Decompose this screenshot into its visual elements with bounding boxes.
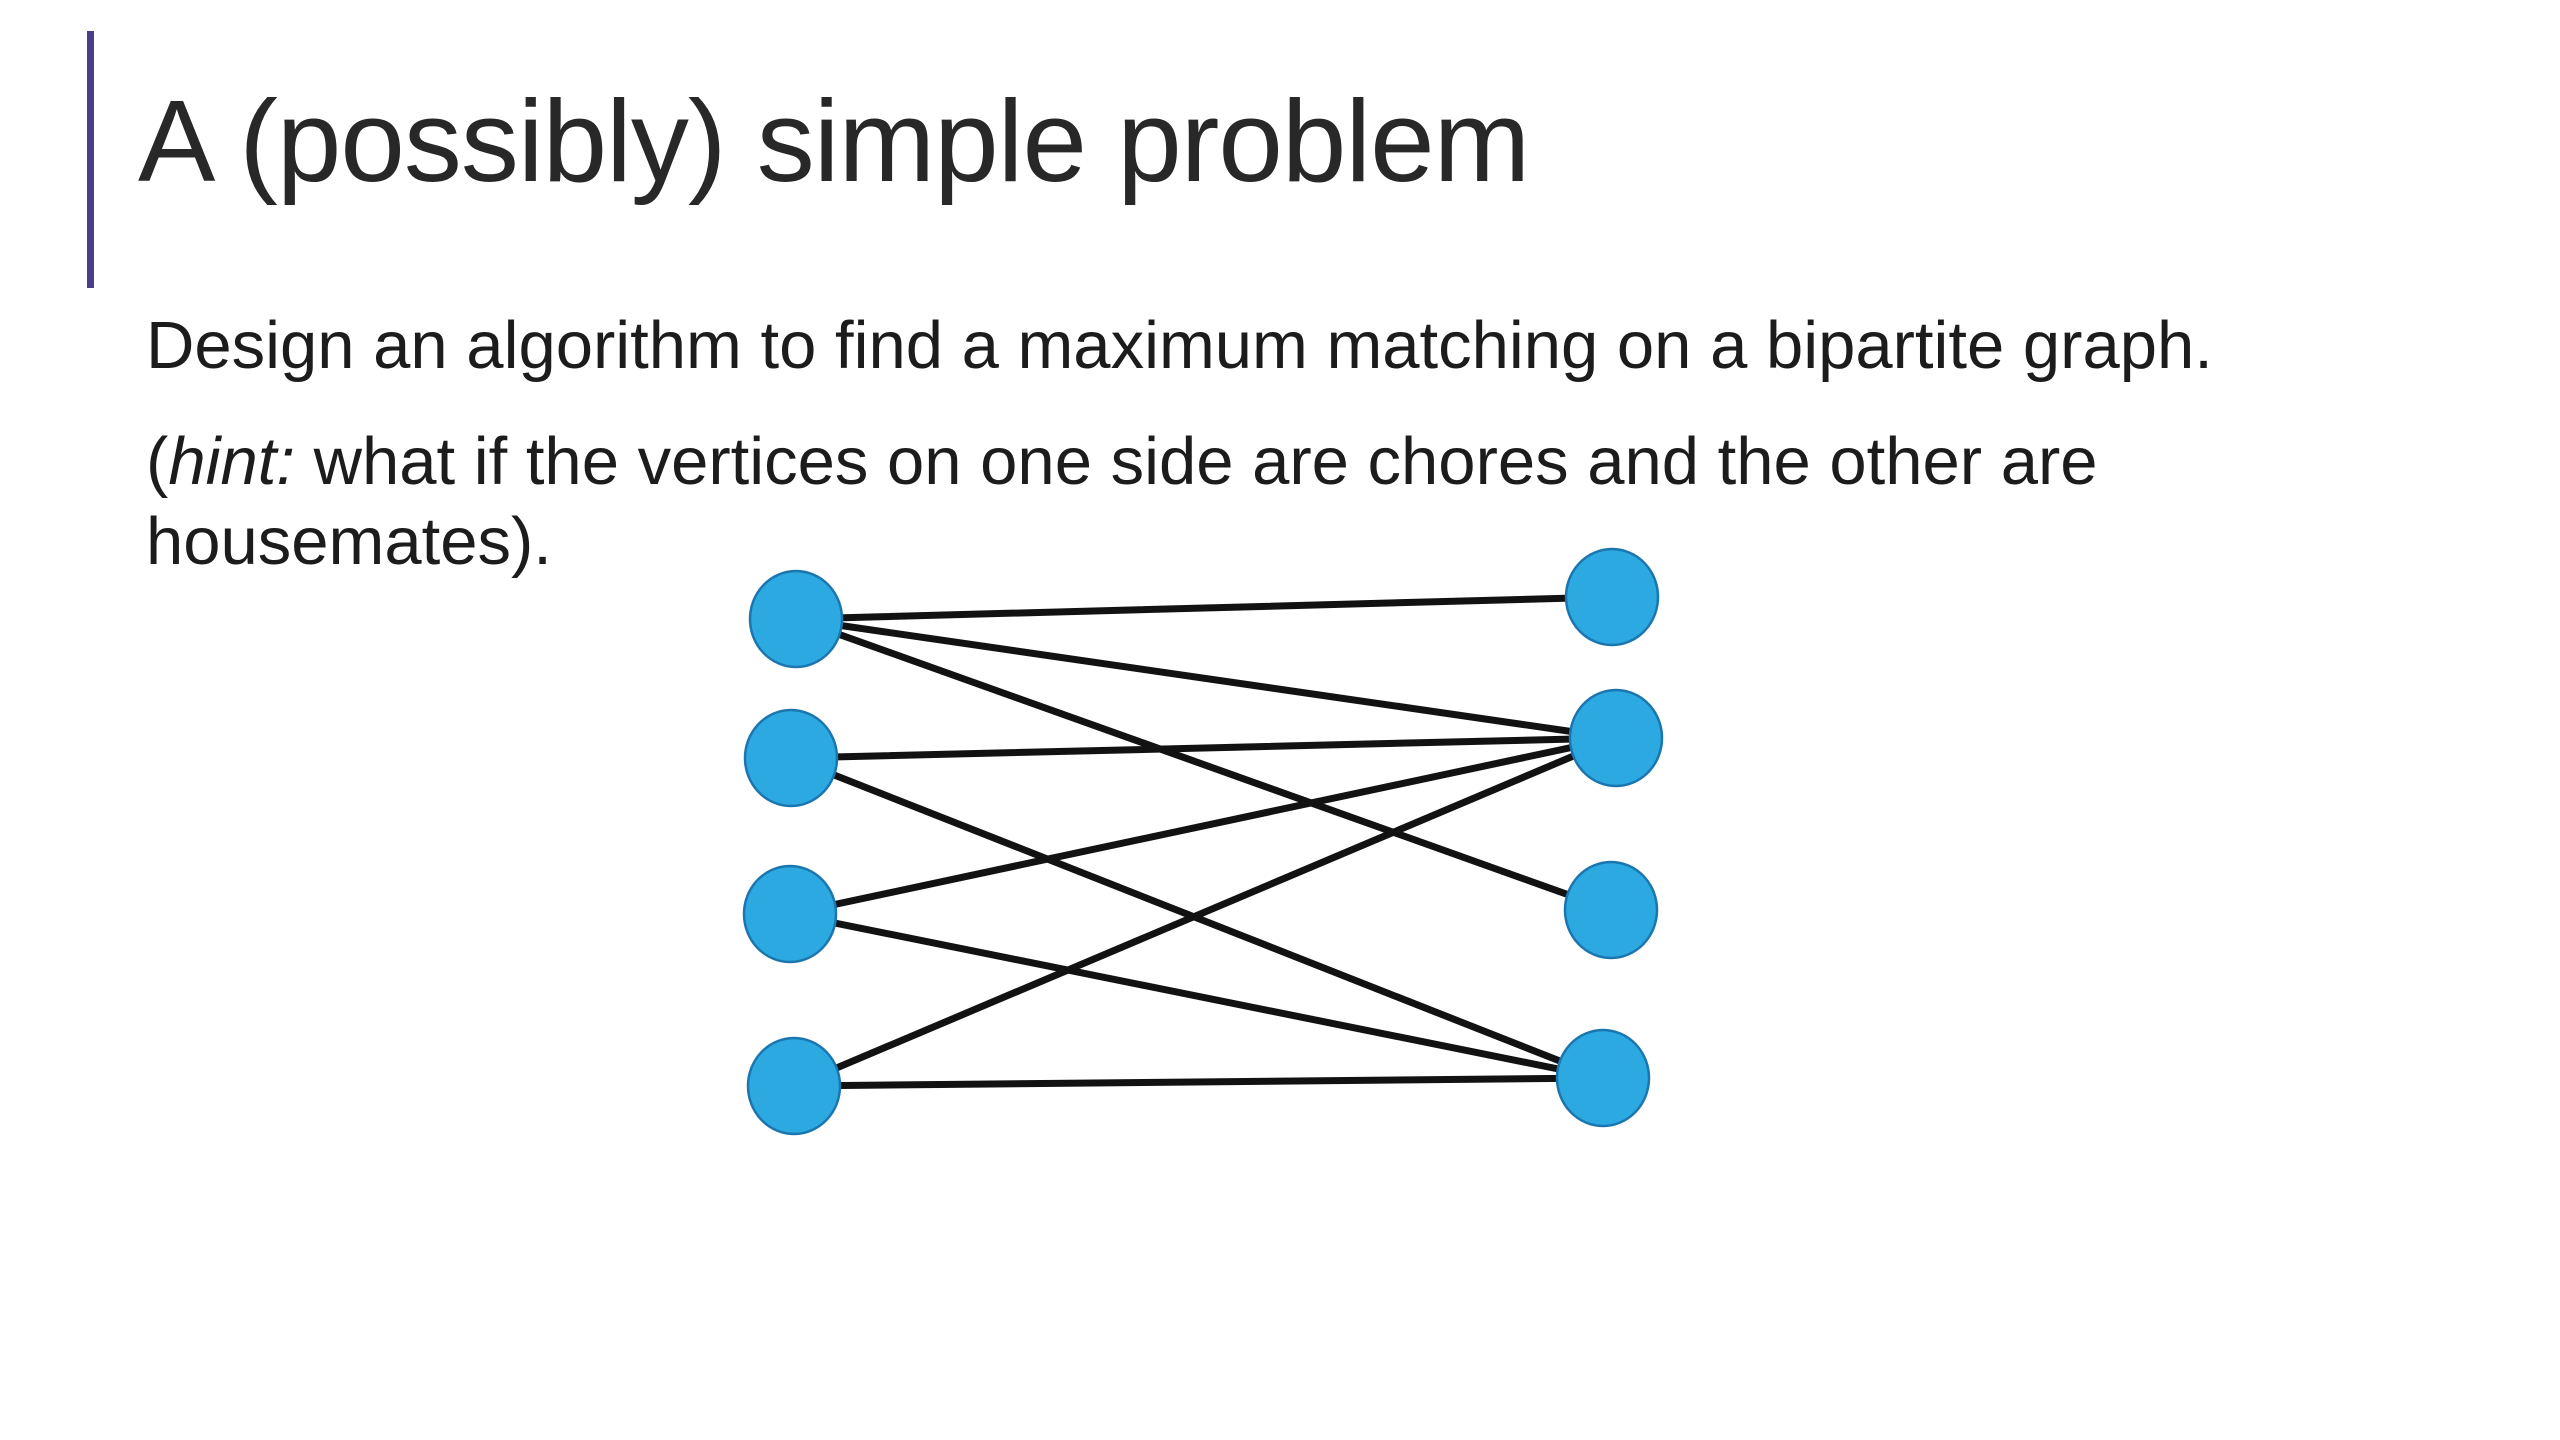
graph-node-right-2 bbox=[1568, 688, 1664, 788]
graph-edge-L1-R2 bbox=[792, 615, 1620, 742]
graph-node-right-1 bbox=[1564, 547, 1660, 647]
graph-edge-L1-R1 bbox=[792, 593, 1616, 623]
graph-edge-L1-R3 bbox=[792, 615, 1615, 914]
body-paragraph-1: Design an algorithm to find a maximum ma… bbox=[146, 308, 2213, 383]
graph-node-left-2 bbox=[743, 708, 839, 808]
graph-node-left-4 bbox=[746, 1036, 842, 1136]
title-accent-bar bbox=[87, 31, 94, 288]
paragraph-2-line-2: housemates). bbox=[146, 504, 552, 579]
graph-node-right-3 bbox=[1563, 860, 1659, 960]
graph-node-right-4 bbox=[1555, 1028, 1651, 1128]
graph-edge-L3-R2 bbox=[786, 734, 1620, 918]
paren-open: ( bbox=[146, 424, 169, 499]
paragraph-2-rest: what if the vertices on one side are cho… bbox=[294, 424, 2098, 499]
body-paragraph-2: (hint: what if the vertices on one side … bbox=[146, 422, 2098, 582]
graph-node-left-1 bbox=[748, 569, 844, 669]
graph-edge-L4-R2 bbox=[790, 734, 1620, 1090]
graph-edge-L2-R2 bbox=[787, 734, 1620, 762]
hint-word-italic: hint: bbox=[168, 424, 295, 499]
slide-title: A (possibly) simple problem bbox=[138, 76, 1530, 206]
graph-edge-L4-R4 bbox=[790, 1074, 1607, 1090]
graph-edge-L3-R4 bbox=[786, 910, 1607, 1082]
graph-node-left-3 bbox=[742, 864, 838, 964]
